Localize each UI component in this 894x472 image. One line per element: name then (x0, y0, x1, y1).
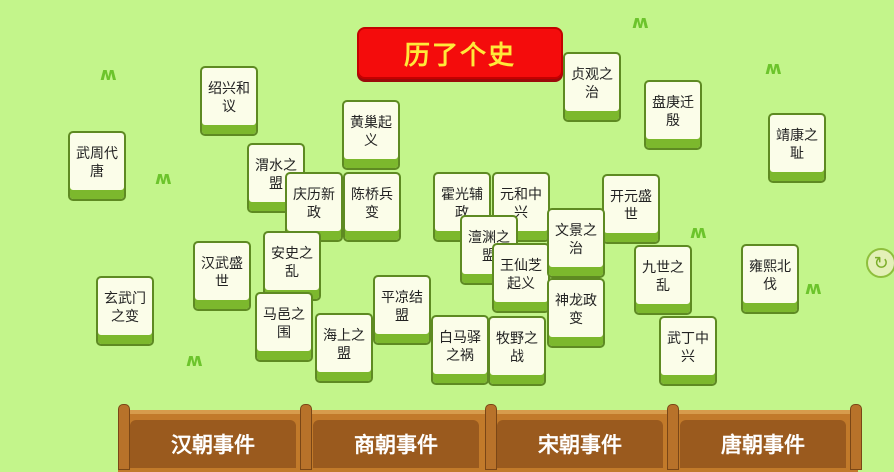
fence-post (485, 404, 497, 470)
event-tile[interactable]: 贞观之治 (563, 52, 621, 122)
grass-decoration: ʍ (765, 58, 782, 79)
event-tile[interactable]: 汉武盛世 (193, 241, 251, 311)
event-tile[interactable]: 牧野之战 (488, 316, 546, 386)
event-tile[interactable]: 平凉结盟 (373, 275, 431, 345)
event-tile[interactable]: 雍熙北伐 (741, 244, 799, 314)
event-tile[interactable]: 靖康之耻 (768, 113, 826, 183)
event-tile[interactable]: 黄巢起义 (342, 100, 400, 170)
event-tile[interactable]: 文景之治 (547, 208, 605, 278)
event-tile[interactable]: 安史之乱 (263, 231, 321, 301)
event-tile[interactable]: 盘庚迁殷 (644, 80, 702, 150)
event-tile[interactable]: 白马驿之祸 (431, 315, 489, 385)
game-title: 历了个史 (357, 27, 563, 79)
event-tile[interactable]: 开元盛世 (602, 174, 660, 244)
category-song[interactable]: 宋朝事件 (497, 420, 663, 468)
event-tile[interactable]: 庆历新政 (285, 172, 343, 242)
event-tile[interactable]: 武丁中兴 (659, 316, 717, 386)
event-tile[interactable]: 陈桥兵变 (343, 172, 401, 242)
refresh-icon[interactable]: ↻ (866, 248, 894, 278)
event-tile[interactable]: 玄武门之变 (96, 276, 154, 346)
fence-post (300, 404, 312, 470)
event-tile[interactable]: 马邑之围 (255, 292, 313, 362)
event-tile[interactable]: 武周代唐 (68, 131, 126, 201)
event-tile[interactable]: 神龙政变 (547, 278, 605, 348)
grass-decoration: ʍ (186, 350, 203, 371)
fence-post (850, 404, 862, 470)
event-tile[interactable]: 海上之盟 (315, 313, 373, 383)
grass-decoration: ʍ (632, 12, 649, 33)
event-tile[interactable]: 王仙芝起义 (492, 243, 550, 313)
category-shang[interactable]: 商朝事件 (313, 420, 479, 468)
category-tang[interactable]: 唐朝事件 (680, 420, 846, 468)
fence-post (118, 404, 130, 470)
event-tile[interactable]: 绍兴和议 (200, 66, 258, 136)
grass-decoration: ʍ (100, 64, 117, 85)
category-han[interactable]: 汉朝事件 (130, 420, 296, 468)
grass-decoration: ʍ (690, 222, 707, 243)
event-tile[interactable]: 渭水之盟 (247, 143, 305, 213)
grass-decoration: ʍ (155, 168, 172, 189)
grass-decoration: ʍ (805, 278, 822, 299)
event-tile[interactable]: 九世之乱 (634, 245, 692, 315)
fence-post (667, 404, 679, 470)
